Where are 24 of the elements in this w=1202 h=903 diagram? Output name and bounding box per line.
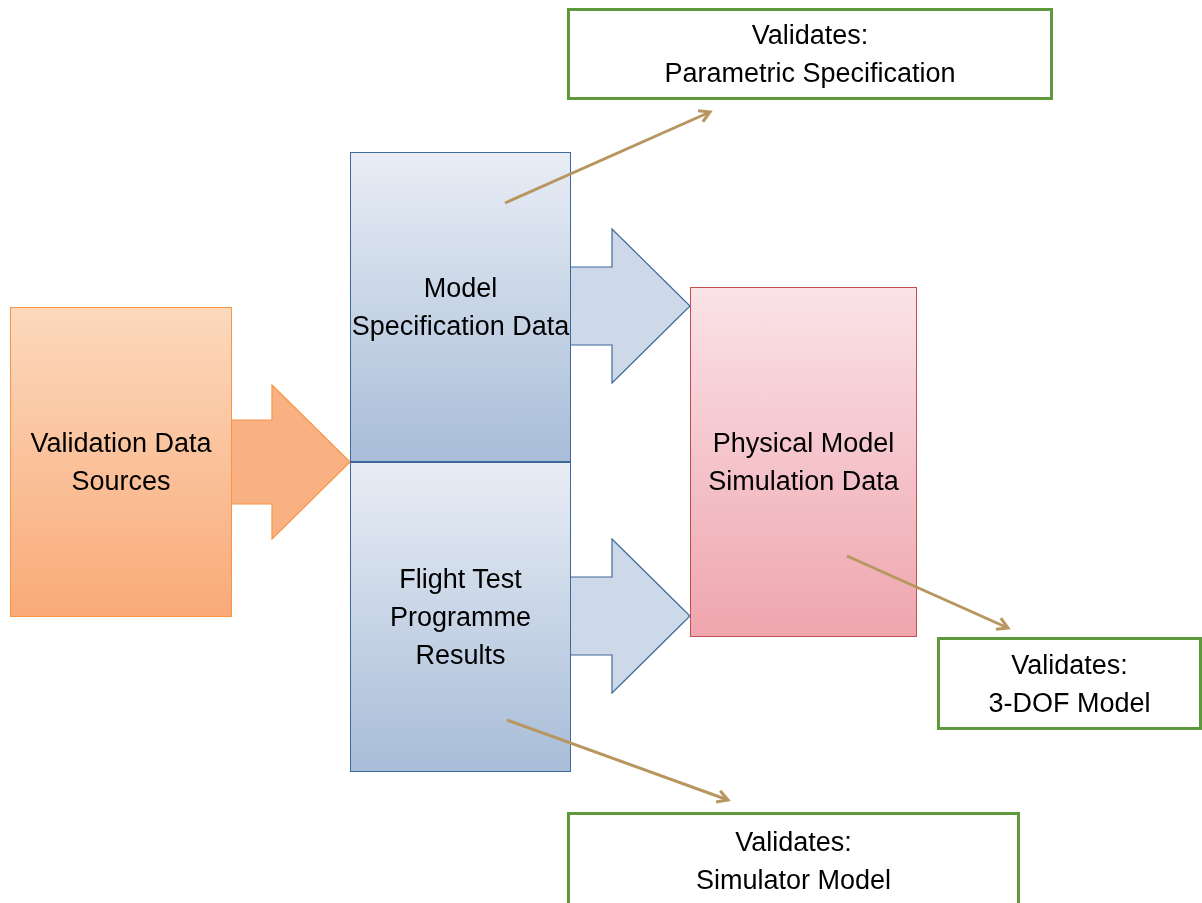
result-box	[937, 637, 1202, 730]
node-text: Validates:	[735, 826, 852, 859]
node-text: Simulator Model	[695, 864, 892, 897]
block-arrow	[231, 461, 352, 541]
block-arrow	[231, 383, 352, 463]
node-text: Physical Model Simulation Data	[707, 427, 900, 498]
arrow	[506, 718, 730, 804]
node-text: Parametric Specification	[664, 57, 956, 90]
block-arrow	[570, 227, 691, 385]
data-box	[350, 462, 571, 772]
block-arrow	[570, 537, 691, 695]
arrow	[504, 109, 712, 205]
node-text: Validates:	[751, 19, 869, 52]
node-text: Flight Test Programme Results	[388, 563, 532, 672]
node-text: Model Specification Data	[351, 272, 570, 343]
node-text: Validates:	[1011, 648, 1128, 682]
source-box	[10, 307, 232, 617]
model-box	[690, 287, 917, 637]
node-text: 3-DOF Model	[988, 686, 1151, 720]
data-box	[350, 152, 571, 462]
result-box	[567, 8, 1053, 100]
result-box	[567, 812, 1020, 903]
node-text: Validation Data Sources	[29, 427, 213, 498]
arrow	[846, 554, 1010, 631]
